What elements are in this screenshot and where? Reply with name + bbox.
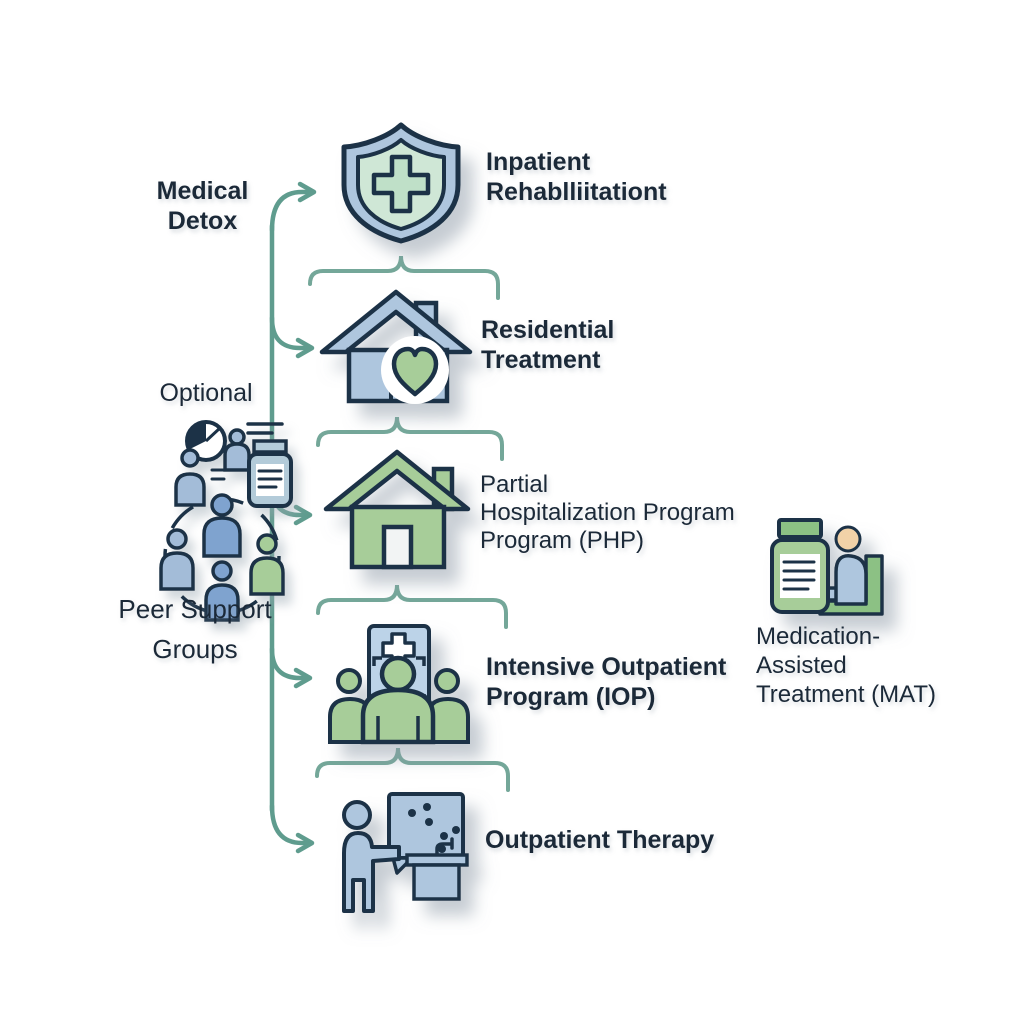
label-optional: Optional: [159, 379, 253, 407]
arrowhead-inpatient: [297, 181, 317, 203]
patient-group-medical-card-icon: [328, 624, 470, 745]
bracket-under-php: [316, 584, 508, 629]
house-heart-icon: [319, 289, 473, 404]
label-inpatient-rehabilitation: Inpatient Rehablliitationt: [486, 148, 667, 206]
label-peer-support-groups: Peer Support Groups: [118, 594, 272, 664]
arrow-to-residential: [269, 315, 310, 351]
shield-medical-cross-icon: [341, 122, 461, 244]
step-brackets: [308, 255, 510, 792]
arrow-to-inpatient: [269, 189, 312, 233]
connector-arrows: [269, 181, 317, 854]
arrow-to-iop: [269, 646, 308, 681]
bracket-under-inpatient: [308, 255, 500, 300]
label-outpatient-therapy: Outpatient Therapy: [485, 826, 715, 854]
label-medical-detox: Medical Detox: [156, 177, 249, 235]
arrow-to-outpatient: [269, 803, 310, 846]
medicine-bottle-patient-icon: [770, 518, 884, 616]
label-intensive-outpatient: Intensive Outpatient Program (IOP): [486, 653, 727, 711]
arrowhead-outpatient: [295, 832, 315, 854]
label-residential-treatment: Residential Treatment: [481, 316, 615, 374]
arrowhead-iop: [293, 667, 313, 689]
bracket-under-iop: [315, 747, 510, 792]
label-mat: Medication- Assisted Treatment (MAT): [756, 623, 937, 708]
arrowhead-residential: [295, 337, 315, 359]
bracket-under-residential: [316, 416, 504, 461]
green-house-icon: [323, 449, 471, 570]
peer-group-circle-icon: [159, 493, 285, 622]
therapist-presentation-icon: [342, 792, 469, 913]
chart-people-medicine-icon: [174, 420, 293, 508]
arrowhead-php: [293, 504, 313, 526]
label-partial-hospitalization: Partial Hospitalization Program Program …: [480, 471, 735, 554]
